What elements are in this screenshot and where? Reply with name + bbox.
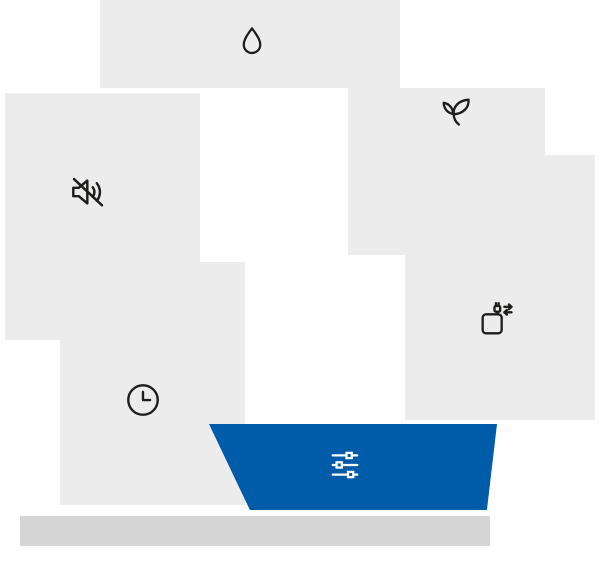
tile-time (60, 262, 245, 505)
base-bar (20, 516, 490, 546)
speaker-muted-icon (67, 171, 109, 213)
clock-icon (124, 381, 162, 419)
sliders-icon (327, 447, 363, 483)
tile-connect (405, 155, 595, 420)
leaf-icon (435, 92, 475, 132)
water-drop-icon (234, 24, 270, 60)
plug-sync-icon (475, 300, 515, 340)
settings-basin (209, 424, 497, 510)
tile-water (100, 0, 400, 88)
